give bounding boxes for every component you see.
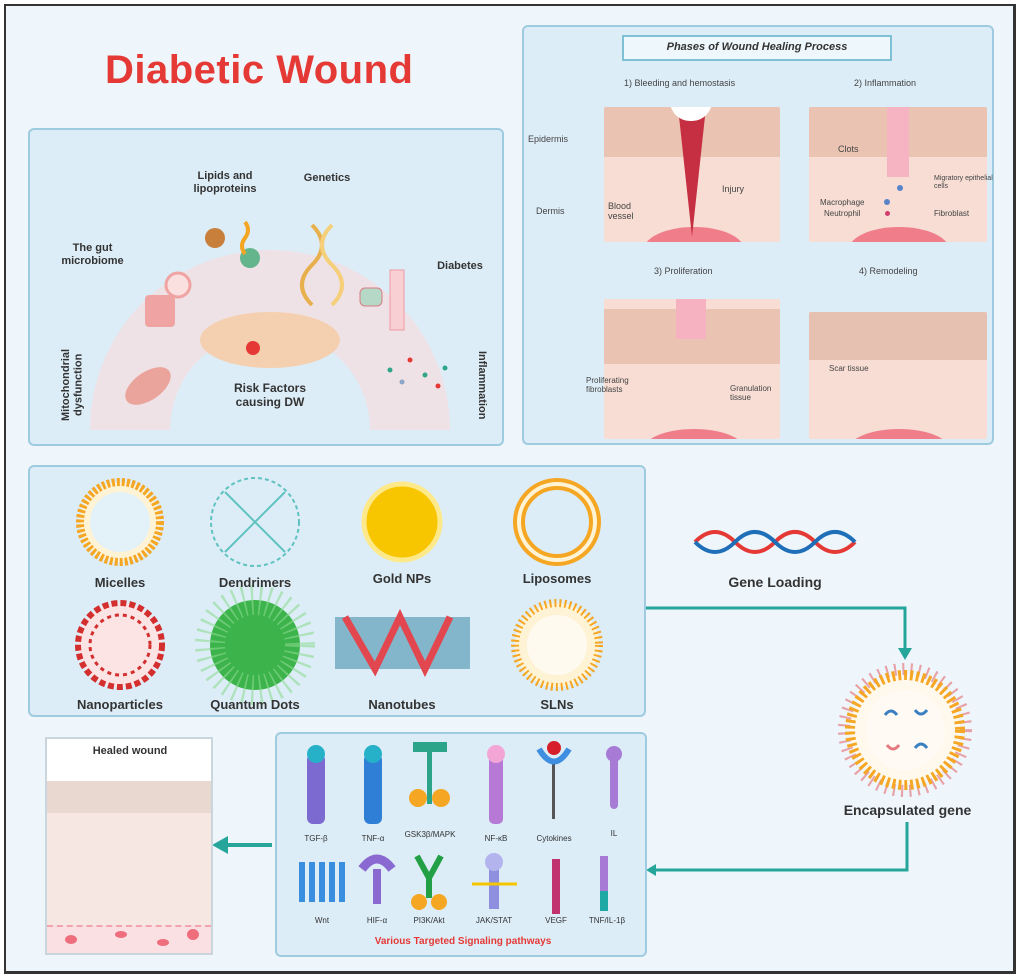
phase-3-number: 3 (654, 266, 660, 276)
pathway-label: TNF-α (361, 834, 385, 843)
receptor-icon (411, 854, 447, 910)
nanocarrier-label: Nanoparticles (77, 697, 163, 712)
pathway-label: Wnt (314, 916, 330, 925)
fibroblast-label: Fibroblast (934, 209, 970, 218)
healed-wound-label: Healed wound (92, 745, 168, 757)
dna-icon (693, 530, 857, 554)
phase-2-text: Inflammation (864, 78, 917, 88)
encapsulated-gene-icon (838, 663, 972, 797)
epidermis-label: Epidermis (528, 134, 569, 144)
factor-diabetes-label: Diabetes (437, 260, 483, 272)
receptor-icon (552, 859, 560, 914)
clots-label: Clots (838, 144, 859, 154)
gene-loading-label: Gene Loading (728, 574, 822, 590)
skin-phase-3 (604, 299, 780, 439)
nanocarrier-label: Liposomes (522, 571, 592, 586)
dendrimer-icon (210, 477, 300, 567)
skin-phase-1 (604, 107, 780, 242)
skin-phase-2 (809, 107, 987, 242)
phase-2-label: 2) Inflammation (854, 78, 917, 88)
pathway-label: JAK/STAT (475, 916, 513, 925)
phase-2-number: 2 (854, 78, 860, 88)
phase-3-text: Proliferation (664, 266, 713, 276)
nanotube-icon (335, 608, 470, 678)
receptor-icon (299, 862, 345, 902)
pathway-label: PI3K/Akt (413, 916, 445, 925)
gold-np-icon (361, 481, 443, 563)
phase-4-label: 4) Remodeling (859, 266, 918, 276)
receptor-icon (536, 741, 572, 819)
pathway-label: VEGF (545, 916, 567, 925)
nanocarrier-label: Dendrimers (218, 575, 292, 590)
nanocarrier-label: Gold NPs (372, 571, 432, 586)
phase-1-number: 1 (624, 78, 630, 88)
receptor-icon (358, 854, 396, 904)
healing-title-box (622, 35, 892, 61)
receptor-icons (299, 741, 622, 914)
receptor-icon (307, 745, 325, 824)
receptor-icon (606, 746, 622, 809)
factor-genetics-label: Genetics (303, 172, 351, 184)
phase-4-text: Remodeling (869, 266, 918, 276)
phase-4-number: 4 (859, 266, 865, 276)
healed-wound-panel (45, 737, 213, 955)
nanocarrier-label: Quantum Dots (210, 697, 300, 712)
receptor-icon (487, 745, 505, 824)
risk-factors-panel: Lipids and lipoproteins Genetics The gut… (28, 128, 504, 446)
pathway-label: TGF-β (304, 834, 328, 843)
factor-inflammation-label: Inflammation (476, 350, 488, 420)
risk-factors-center-label: Risk Factors causing DW (233, 381, 307, 409)
pathway-label: TNF/IL-1β (588, 916, 626, 925)
healing-phases-panel: Phases of Wound Healing Process 1) Bleed… (522, 25, 994, 445)
receptor-icon (600, 856, 608, 911)
receptor-icon (364, 745, 382, 824)
risk-factors-arc (90, 220, 450, 430)
skin-phase-4 (809, 312, 987, 439)
factor-mitochondrial-label: Mitochondrial dysfunction (60, 348, 85, 422)
factor-gut-label: The gut microbiome (61, 242, 124, 267)
nanocarrier-icons (75, 477, 603, 705)
phase-1-text: Bleeding and hemostasis (634, 78, 736, 88)
nanoparticle-icon (75, 600, 165, 690)
nanocarrier-label: Nanotubes (368, 697, 436, 712)
factor-lipids-label: Lipids and lipoproteins (193, 170, 257, 195)
figure-title: Diabetic Wound (105, 48, 414, 92)
pathway-label: HIF-α (366, 916, 388, 925)
pathway-label: NF-κB (484, 834, 508, 843)
injury-label: Injury (722, 184, 745, 194)
granulation-label: Granulation tissue (730, 384, 772, 402)
pathway-label: Cytokines (536, 834, 572, 843)
dermis-label: Dermis (536, 206, 565, 216)
macrophage-label: Macrophage (820, 198, 865, 207)
phase-3-label: 3) Proliferation (654, 266, 713, 276)
migratory-label: Migratory epithelial cells (934, 175, 993, 190)
neutrophil-label: Neutrophil (824, 209, 861, 218)
nanocarriers-panel: Micelles Dendrimers Gold NPs Liposomes N… (28, 465, 646, 717)
phase-1-label: 1) Bleeding and hemostasis (624, 78, 736, 88)
scar-label: Scar tissue (829, 364, 869, 373)
healing-title: Phases of Wound Healing Process (666, 41, 848, 53)
nanocarrier-label: Micelles (94, 575, 146, 590)
pathway-label: IL (610, 829, 618, 838)
encapsulated-gene-label: Encapsulated gene (843, 802, 972, 818)
proliferating-label: Proliferating fibroblasts (586, 376, 629, 394)
nanocarrier-label: SLNs (540, 697, 574, 712)
receptor-icon (409, 742, 450, 807)
receptor-icon (472, 853, 517, 909)
signaling-panel: TGF-β TNF-α GSK3β/MAPK NF-κB Cytokines I… (275, 732, 647, 957)
blood-vessel-label: Blood vessel (608, 201, 634, 221)
pathway-label: GSK3β/MAPK (404, 830, 456, 839)
signaling-caption: Various Targeted Signaling pathways (374, 936, 552, 947)
